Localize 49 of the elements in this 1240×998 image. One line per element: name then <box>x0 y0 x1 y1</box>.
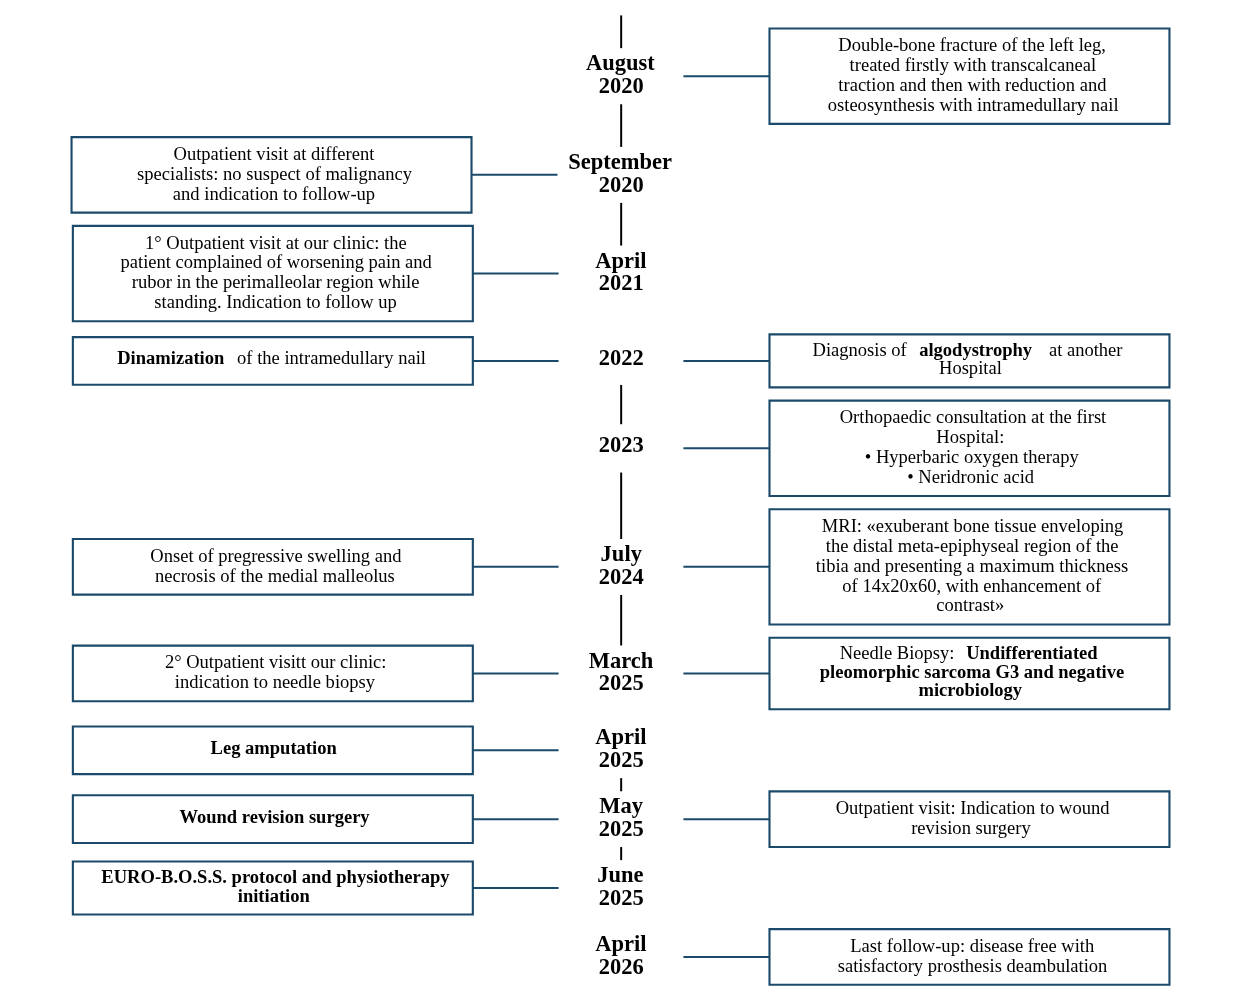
connector <box>471 748 560 751</box>
connector <box>619 102 622 148</box>
node-box: Wound revision surgery <box>71 793 474 844</box>
connector <box>681 565 770 568</box>
node-box: Orthopaedic consultation at the first Hospital: • Hyperbaric oxygen therapy • Neridronic acid <box>767 399 1170 497</box>
connector <box>619 845 622 861</box>
connector <box>471 359 560 362</box>
connector <box>619 593 622 646</box>
node-text: June 2025 <box>596 861 644 910</box>
connector <box>681 74 770 77</box>
connector <box>681 359 770 362</box>
node-box: 1° Outpatient visit at our clinic: the patient complained of worsening pain and rubor in the perimalleolar region while standing. Indication to follow up <box>71 224 474 322</box>
connector <box>619 201 622 247</box>
node-box: Needle Biopsy: Undifferentiated pleomorphic sarcoma G3 and negative microbiology <box>767 636 1170 710</box>
connector <box>619 13 622 49</box>
node-text: April 2025 <box>594 723 647 772</box>
node-box: 2° Outpatient visitt our clinic: indication to needle biopsy <box>71 644 474 702</box>
connector <box>470 173 558 176</box>
node-box: Onset of pregressive swelling and necrosis of the medial malleolus <box>71 537 474 596</box>
node-text: April 2021 <box>594 247 647 295</box>
node-text: 2023 <box>598 431 644 457</box>
node-text: March 2025 <box>588 647 653 695</box>
node-box: Outpatient visit at different specialists: no suspect of malignancy and indication to follow-up <box>70 135 473 214</box>
node-box: Dinamization of the intramedullary nail <box>71 335 474 386</box>
node-box: Diagnosis of algodystrophy at another Hospital <box>767 332 1170 388</box>
node-text: 2022 <box>598 344 644 370</box>
connector <box>681 817 770 820</box>
connector <box>681 446 770 449</box>
node-text: September 2020 <box>567 148 672 197</box>
connector <box>471 671 560 674</box>
node-box: MRI: «exuberant bone tissue enveloping the distal meta-epiphyseal region of the tibia and presenting a maximum thickness of 14x20x60, with enhancement of contrast» <box>767 507 1170 626</box>
connector <box>681 671 770 674</box>
connector <box>471 565 560 568</box>
connector <box>471 272 560 274</box>
node-box: Outpatient visit: Indication to wound revision surgery <box>767 789 1170 848</box>
node-text: July 2024 <box>598 540 644 589</box>
node-text: April 2026 <box>594 930 647 979</box>
connector <box>619 383 622 425</box>
connector <box>619 776 622 792</box>
connector <box>681 955 770 958</box>
connector <box>471 817 560 820</box>
node-box: Leg amputation <box>71 724 474 775</box>
connector <box>619 471 622 540</box>
node-box: Double-bone fracture of the left leg, treated firstly with transcalcaneal traction and then with reduction and osteosynthesis with intramedullary nail <box>767 26 1170 125</box>
node-box: Last follow-up: disease free with satisfactory prosthesis deambulation <box>767 927 1170 986</box>
node-text: August 2020 <box>585 49 655 98</box>
node-box: EURO-B.O.S.S. protocol and physiotherapy initiation <box>71 859 474 916</box>
connector <box>471 886 560 889</box>
node-text: May 2025 <box>598 792 644 841</box>
